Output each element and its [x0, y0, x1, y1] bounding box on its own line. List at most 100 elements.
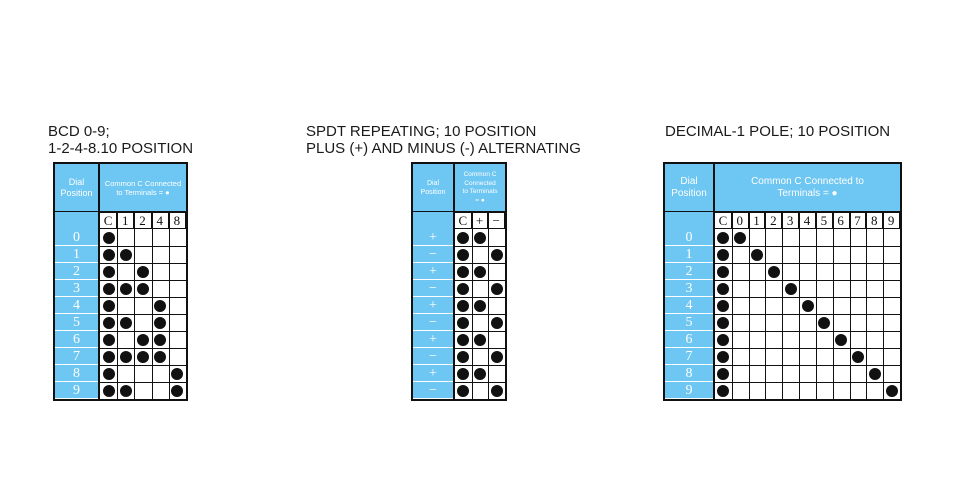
dial-position-label: 6	[665, 331, 713, 348]
connection-dot	[154, 316, 167, 329]
dial-position-label: +	[413, 263, 453, 280]
dial-position-header-text: Dial Position	[60, 177, 93, 198]
grid-hline	[100, 280, 186, 281]
terminal-column-header: 8	[169, 212, 186, 229]
connection-dot	[457, 299, 470, 312]
grid-hline	[715, 297, 900, 298]
connection-dot	[102, 367, 115, 380]
grid-hline	[100, 246, 186, 247]
connection-dot	[137, 350, 149, 363]
connection-dot	[490, 248, 503, 261]
grid-hline	[715, 365, 900, 366]
grid-hline	[100, 263, 186, 264]
title-line: PLUS (+) AND MINUS (-) ALTERNATING	[306, 140, 581, 157]
grid-vline	[731, 212, 733, 399]
dial-position-header: Dial Position	[413, 164, 455, 212]
grid-hline	[100, 365, 186, 366]
connection-dot	[119, 248, 132, 261]
terminal-column-header: 1	[117, 212, 135, 229]
dial-position-label: 1	[665, 246, 713, 263]
panel-title-spdt: SPDT REPEATING; 10 POSITION PLUS (+) AND…	[306, 123, 581, 157]
connection-dot	[851, 350, 864, 363]
connection-dot	[102, 265, 115, 278]
grid-hline	[100, 297, 186, 298]
terminal-column-header: 1	[749, 212, 766, 229]
connection-dot	[102, 350, 115, 363]
terminals-header: Common C Connected to Terminals = ●	[455, 164, 505, 212]
dial-position-label: −	[413, 348, 453, 365]
dial-position-label: −	[413, 314, 453, 331]
terminal-column-header: 4	[152, 212, 169, 229]
title-line: 1-2-4-8.10 POSITION	[48, 140, 194, 157]
header-divider	[413, 211, 505, 213]
grid-hline	[100, 331, 186, 332]
dial-position-label: −	[413, 280, 453, 297]
connection-dot	[137, 265, 149, 278]
connection-dot	[490, 350, 503, 363]
grid-hline	[100, 348, 186, 349]
connection-dot	[102, 299, 115, 312]
panel-title-bcd: BCD 0-9; 1-2-4-8.10 POSITION	[48, 123, 193, 157]
grid-hline	[715, 280, 900, 281]
connection-dot	[137, 333, 149, 346]
dial-position-label: 0	[55, 229, 98, 246]
dial-position-label: +	[413, 229, 453, 246]
grid-hline	[455, 297, 505, 298]
connection-dot	[885, 384, 898, 397]
grid-hline	[715, 263, 900, 264]
dial-position-label: +	[413, 331, 453, 348]
grid-hline	[715, 348, 900, 349]
grid-hline	[715, 314, 900, 315]
connection-dot	[171, 384, 184, 397]
connection-dot	[717, 282, 730, 295]
terminal-column-header: 7	[850, 212, 867, 229]
grid-vline	[471, 212, 473, 399]
grid-hline	[455, 348, 505, 349]
connection-dot	[818, 316, 831, 329]
grid-vline	[832, 212, 834, 399]
grid-hline	[455, 365, 505, 366]
connection-dot	[490, 384, 503, 397]
connection-dot	[717, 350, 730, 363]
connection-dot	[474, 231, 486, 244]
connection-dot	[474, 265, 486, 278]
grid-hline	[100, 228, 186, 229]
connection-dot	[102, 384, 115, 397]
grid-vline	[782, 212, 784, 399]
connection-dot	[457, 231, 470, 244]
terminals-header-text: Common C Connected to Terminals = ●	[462, 171, 498, 204]
connection-dot	[457, 333, 470, 346]
grid-vline	[748, 212, 750, 399]
grid-hline	[100, 382, 186, 383]
dial-position-label: 8	[55, 365, 98, 382]
grid-vline	[849, 212, 851, 399]
dial-position-label: 7	[55, 348, 98, 365]
connection-dot	[734, 231, 747, 244]
terminal-column-header: 6	[833, 212, 850, 229]
dial-position-label: 4	[55, 297, 98, 314]
connection-dot	[457, 367, 470, 380]
grid-hline	[455, 280, 505, 281]
title-line: DECIMAL-1 POLE; 10 POSITION	[665, 123, 891, 140]
terminal-column-header: 2	[765, 212, 783, 229]
connection-dot	[102, 316, 115, 329]
terminal-column-header: −	[488, 212, 505, 229]
connection-dot	[801, 299, 814, 312]
dial-position-label: 3	[665, 280, 713, 297]
terminals-header-text: Common C Connected to Terminals = ●	[751, 176, 864, 199]
terminal-column-header: C	[100, 212, 118, 229]
dial-position-header-text: Dial Position	[420, 180, 446, 196]
dial-position-label: +	[413, 365, 453, 382]
connection-dot	[474, 299, 486, 312]
grid-hline	[455, 314, 505, 315]
terminal-column-header: +	[472, 212, 489, 229]
grid-vline	[883, 212, 885, 399]
terminal-column-header: 3	[782, 212, 800, 229]
grid-vline	[151, 212, 153, 399]
grid-hline	[455, 228, 505, 229]
terminal-column-header: 9	[883, 212, 900, 229]
dial-position-label: 5	[665, 314, 713, 331]
